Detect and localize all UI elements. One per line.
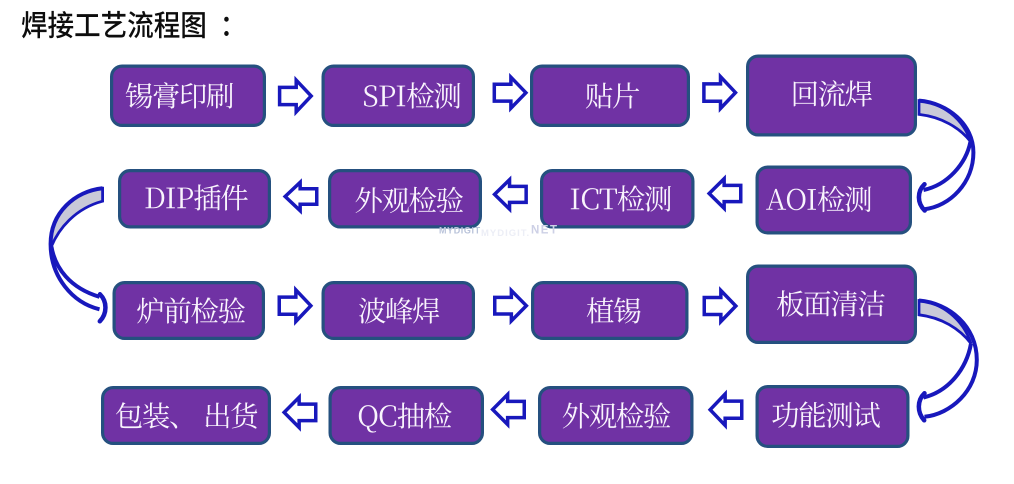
- svg-text:MYDIGIT: MYDIGIT: [439, 226, 481, 236]
- svg-text:NET: NET: [531, 225, 559, 237]
- svg-text:MYDIGIT.: MYDIGIT.: [481, 228, 530, 239]
